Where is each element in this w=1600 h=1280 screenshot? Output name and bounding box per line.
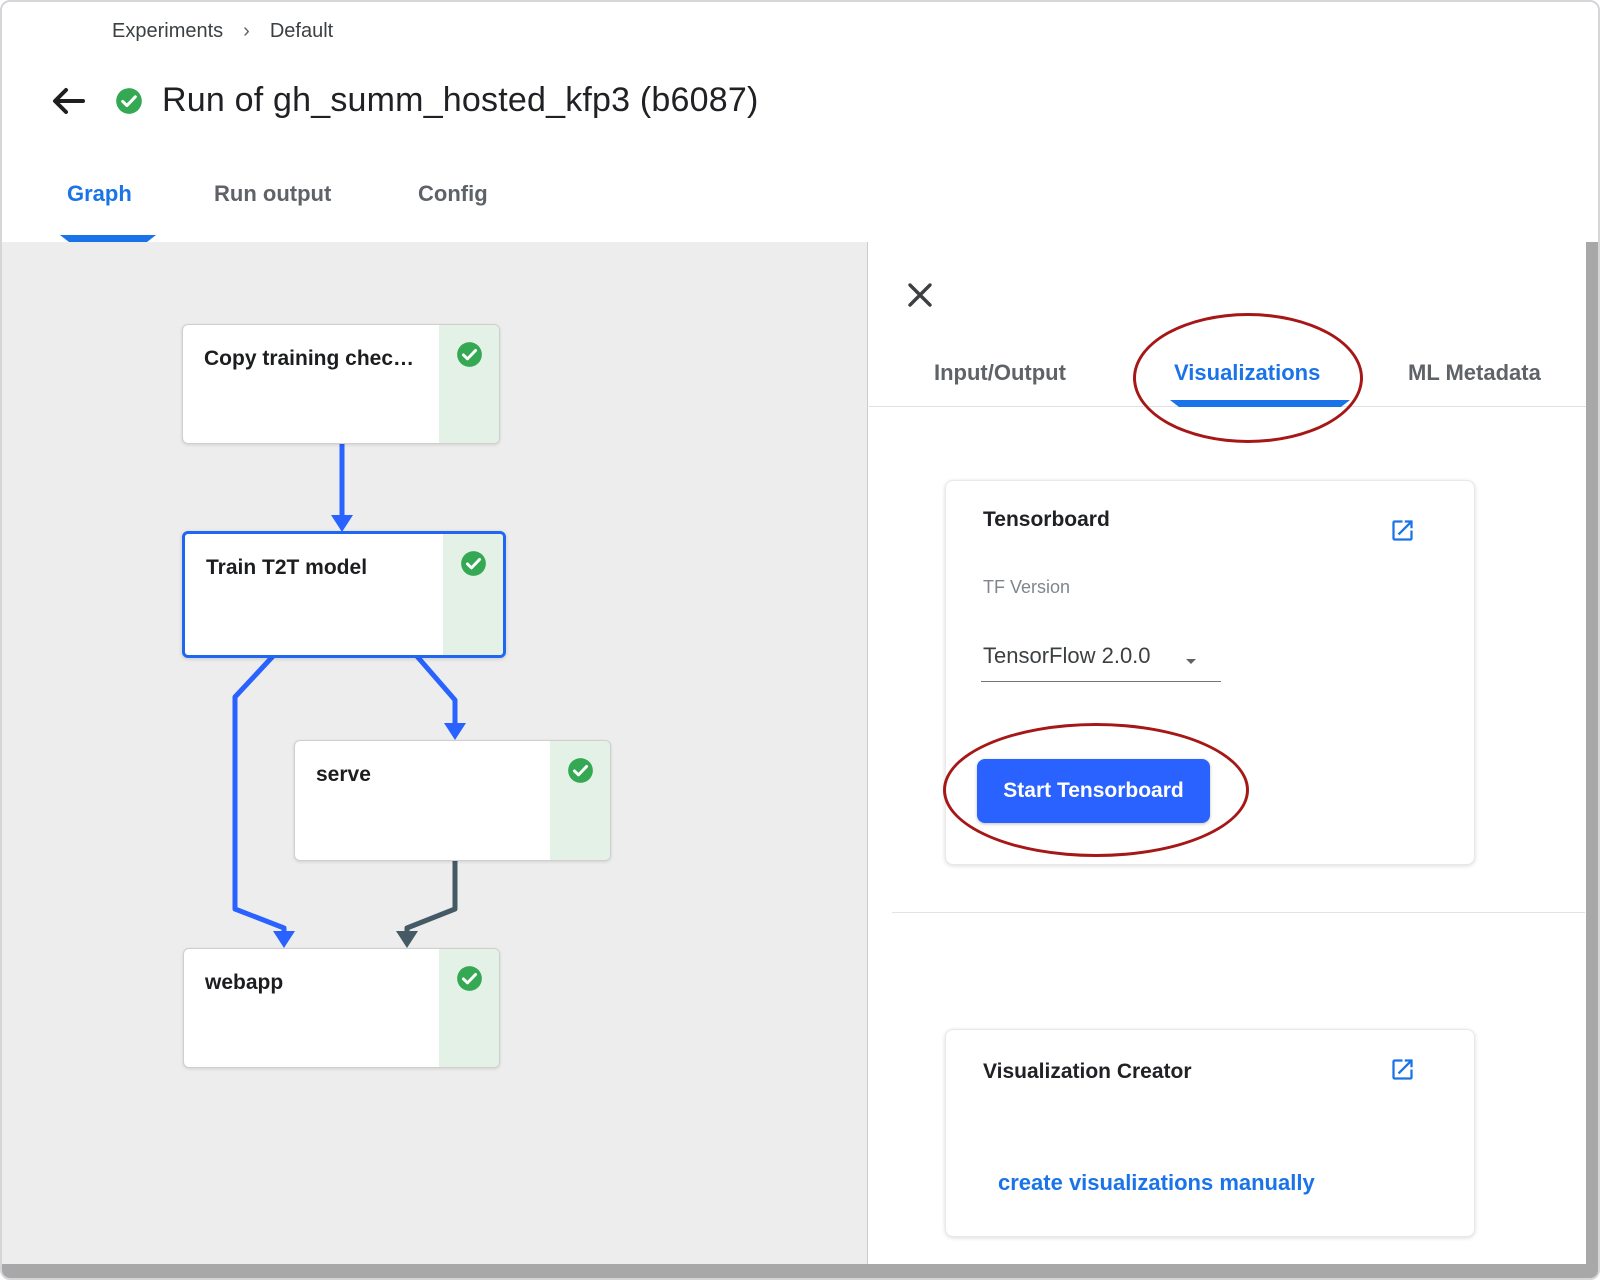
close-icon[interactable] <box>905 280 935 310</box>
panel-section-divider <box>892 912 1585 913</box>
check-circle-icon <box>456 341 483 368</box>
tf-version-label: TF Version <box>983 577 1071 597</box>
dropdown-caret-icon <box>1179 649 1203 673</box>
back-arrow-icon[interactable] <box>50 84 86 118</box>
tf-version-value: TensorFlow 2.0.0 <box>983 643 1151 668</box>
tensorboard-card-title: Tensorboard <box>983 508 1110 531</box>
check-circle-icon <box>567 757 594 784</box>
tf-version-select[interactable]: TensorFlow 2.0.0 <box>981 639 1221 682</box>
page-title: Run of gh_summ_hosted_kfp3 (b6087) <box>162 81 759 119</box>
node-label: Train T2T model <box>206 556 368 579</box>
vertical-scrollbar[interactable] <box>1586 242 1598 1278</box>
graph-node-train-t2t-model[interactable]: Train T2T model <box>182 531 506 658</box>
tab-config[interactable]: Config <box>418 181 488 206</box>
start-tensorboard-button[interactable]: Start Tensorboard <box>977 759 1210 823</box>
node-label: Copy training chec… <box>204 347 415 370</box>
panel-tab-visualizations[interactable]: Visualizations <box>1174 360 1321 385</box>
tab-graph[interactable]: Graph <box>67 181 132 206</box>
check-circle-icon <box>456 965 483 992</box>
panel-active-tab-indicator <box>1170 400 1350 407</box>
breadcrumb-default[interactable]: Default <box>269 20 334 42</box>
active-tab-indicator <box>60 235 156 242</box>
pipeline-graph-canvas[interactable]: Copy training chec… Train T2T model serv… <box>2 242 868 1265</box>
graph-node-webapp[interactable]: webapp <box>183 948 500 1068</box>
open-in-new-icon[interactable] <box>1389 1056 1416 1083</box>
node-status-strip <box>550 741 610 860</box>
panel-tab-input-output[interactable]: Input/Output <box>934 360 1066 385</box>
horizontal-scrollbar[interactable] <box>2 1264 1598 1278</box>
node-status-strip <box>443 534 503 655</box>
node-status-strip <box>439 325 499 443</box>
breadcrumb: Experiments › Default <box>112 20 333 43</box>
tab-run-output[interactable]: Run output <box>214 181 332 206</box>
breadcrumb-chevron-icon: › <box>243 20 250 42</box>
visualization-creator-card: Visualization Creator create visualizati… <box>945 1029 1475 1237</box>
visualization-creator-title: Visualization Creator <box>983 1060 1192 1083</box>
main-tab-bar: Graph Run output Config <box>2 146 1598 242</box>
tensorboard-card: Tensorboard TF Version TensorFlow 2.0.0 … <box>945 480 1475 865</box>
graph-edges <box>232 442 466 948</box>
node-label: serve <box>316 763 371 786</box>
graph-node-serve[interactable]: serve <box>294 740 611 861</box>
check-circle-icon <box>460 550 487 577</box>
create-visualizations-manually-link[interactable]: create visualizations manually <box>998 1170 1315 1195</box>
run-status-check-icon <box>115 87 143 115</box>
node-label: webapp <box>205 971 284 994</box>
panel-tab-ml-metadata[interactable]: ML Metadata <box>1408 360 1541 385</box>
open-in-new-icon[interactable] <box>1389 517 1416 544</box>
breadcrumb-experiments[interactable]: Experiments <box>112 20 224 42</box>
node-status-strip <box>439 949 499 1067</box>
graph-node-copy-training-checkpoint[interactable]: Copy training chec… <box>182 324 500 444</box>
